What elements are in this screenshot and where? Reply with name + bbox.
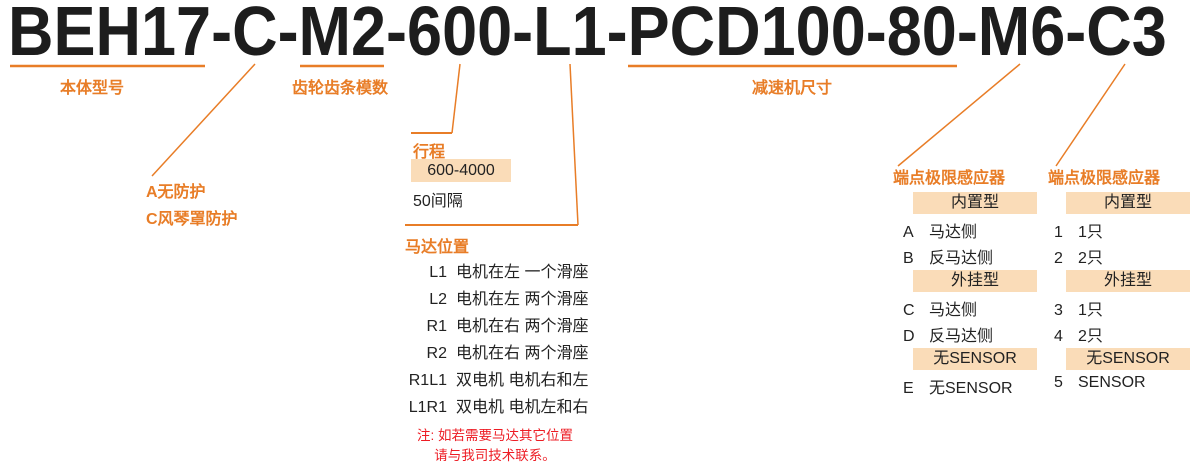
sensor-count-group-header: 无SENSOR bbox=[1066, 348, 1190, 370]
sensor-count-row: 3 1只 bbox=[1054, 296, 1103, 320]
motor-note-line1: 注: 如若需要马达其它位置 bbox=[416, 428, 573, 443]
motor-row-code: R2 bbox=[426, 345, 447, 362]
line-stroke bbox=[451, 63, 461, 134]
sensor-count-title: 端点极限感应器 bbox=[1048, 170, 1161, 187]
motor-row-code: L1R1 bbox=[408, 399, 447, 416]
sensor-count-row: 1 1只 bbox=[1054, 218, 1103, 242]
motor-position-title: 马达位置 bbox=[405, 239, 470, 256]
motor-row-desc: 电机在右 两个滑座 bbox=[456, 345, 589, 362]
sensor-type-title: 端点极限感应器 bbox=[893, 170, 1006, 187]
sensor-type-group-header: 外挂型 bbox=[913, 270, 1037, 292]
sensor-type-desc: 马达侧 bbox=[929, 302, 978, 319]
motor-row: R2 电机在右 两个滑座 bbox=[398, 339, 589, 363]
motor-row-code: R1 bbox=[426, 318, 447, 335]
sensor-count-row: 4 2只 bbox=[1054, 322, 1103, 346]
line-motor-position bbox=[569, 63, 579, 226]
sensor-count-desc: 2只 bbox=[1078, 328, 1103, 345]
label-body-model: 本体型号 bbox=[60, 80, 125, 97]
sensor-count-code: 5 bbox=[1054, 374, 1063, 391]
stroke-interval: 50间隔 bbox=[413, 193, 463, 210]
sensor-type-row: A 马达侧 bbox=[903, 218, 977, 242]
motor-note-line2: 请与我司技术联系。 bbox=[434, 448, 556, 463]
sensor-count-code: 2 bbox=[1054, 250, 1063, 267]
motor-row: L2 电机在左 两个滑座 bbox=[398, 285, 588, 309]
label-protection-c: C风琴罩防护 bbox=[146, 211, 238, 228]
sensor-type-row: E 无SENSOR bbox=[903, 374, 1013, 398]
sensor-type-code: E bbox=[903, 380, 914, 397]
sensor-count-code: 4 bbox=[1054, 328, 1063, 345]
stroke-title: 行程 bbox=[413, 144, 446, 161]
sensor-count-group-header: 外挂型 bbox=[1066, 270, 1190, 292]
sensor-count-group-header: 内置型 bbox=[1066, 192, 1190, 214]
motor-row: L1R1 双电机 电机左和右 bbox=[398, 393, 589, 417]
motor-row-desc: 电机在左 两个滑座 bbox=[456, 291, 589, 308]
line-protection bbox=[151, 63, 256, 177]
motor-row-code: L2 bbox=[429, 291, 447, 308]
sensor-count-desc: 1只 bbox=[1078, 302, 1103, 319]
sensor-type-block: 端点极限感应器 内置型 A 马达侧 B 反马达侧 外挂型 C 马达侧 D 反马达侧 无S… bbox=[893, 162, 1043, 412]
model-number: BEH17-C-M2-600-L1-PCD100-80-M6-C3 bbox=[8, 0, 1167, 70]
label-reducer-size: 减速机尺寸 bbox=[752, 80, 833, 97]
sensor-type-desc: 马达侧 bbox=[929, 224, 978, 241]
sensor-type-row: C 马达侧 bbox=[903, 296, 977, 320]
sensor-count-desc: SENSOR bbox=[1078, 374, 1146, 391]
sensor-count-row: 2 2只 bbox=[1054, 244, 1103, 268]
sensor-type-group-header: 内置型 bbox=[913, 192, 1037, 214]
motor-row: L1 电机在左 一个滑座 bbox=[398, 258, 588, 282]
sensor-type-row: B 反马达侧 bbox=[903, 244, 993, 268]
sensor-type-desc: 无SENSOR bbox=[929, 380, 1013, 397]
sensor-count-code: 1 bbox=[1054, 224, 1063, 241]
motor-row-desc: 双电机 电机右和左 bbox=[456, 372, 589, 389]
motor-row: R1L1 双电机 电机右和左 bbox=[398, 366, 589, 390]
motor-note: 注: 如若需要马达其它位置 请与我司技术联系。 bbox=[400, 426, 590, 466]
motor-row-desc: 电机在左 一个滑座 bbox=[456, 264, 589, 281]
sensor-count-code: 3 bbox=[1054, 302, 1063, 319]
motor-row-desc: 双电机 电机左和右 bbox=[456, 399, 589, 416]
sensor-type-desc: 反马达侧 bbox=[929, 250, 994, 267]
motor-row-desc: 电机在右 两个滑座 bbox=[456, 318, 589, 335]
sensor-type-code: B bbox=[903, 250, 914, 267]
line-sensor-count bbox=[1055, 63, 1126, 167]
stroke-range: 600-4000 bbox=[411, 159, 511, 182]
sensor-type-desc: 反马达侧 bbox=[929, 328, 994, 345]
label-gear-module: 齿轮齿条模数 bbox=[292, 80, 389, 97]
sensor-type-code: D bbox=[903, 328, 915, 345]
line-sensor-type bbox=[897, 63, 1021, 167]
label-protection-a: A无防护 bbox=[146, 184, 206, 201]
motor-row-code: R1L1 bbox=[408, 372, 447, 389]
motor-row: R1 电机在右 两个滑座 bbox=[398, 312, 589, 336]
sensor-type-group-header: 无SENSOR bbox=[913, 348, 1037, 370]
sensor-type-row: D 反马达侧 bbox=[903, 322, 993, 346]
sensor-count-desc: 1只 bbox=[1078, 224, 1103, 241]
sensor-count-row: 5 SENSOR bbox=[1054, 374, 1146, 392]
sensor-type-code: A bbox=[903, 224, 914, 241]
motor-row-code: L1 bbox=[429, 264, 447, 281]
sensor-count-desc: 2只 bbox=[1078, 250, 1103, 267]
sensor-type-code: C bbox=[903, 302, 915, 319]
